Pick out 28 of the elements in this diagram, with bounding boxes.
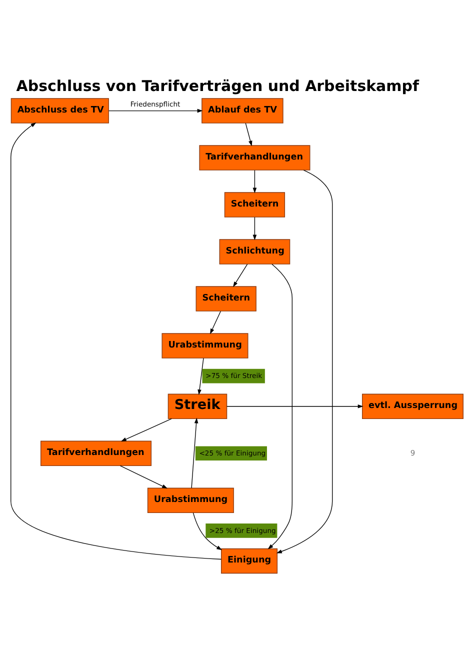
- arrow: [120, 465, 168, 489]
- node-box: Streik: [168, 394, 228, 419]
- arrow: [210, 310, 221, 334]
- arrow: [10, 122, 222, 560]
- node-box: Scheitern: [224, 192, 286, 218]
- arrow: [108, 108, 203, 113]
- node-box: Tarifverhandlungen: [199, 145, 310, 170]
- arrow: [245, 122, 252, 146]
- node-box: Schlichtung: [219, 239, 290, 264]
- node-box: Urabstimmung: [147, 488, 234, 513]
- arrow: [276, 170, 333, 554]
- node-box: Scheitern: [196, 286, 256, 312]
- node-box: evtl. Aussperrung: [362, 394, 464, 419]
- node-box: Urabstimmung: [162, 333, 248, 358]
- arrow: [198, 358, 204, 396]
- node-box: Einigung: [221, 548, 278, 574]
- arrow: [233, 264, 248, 288]
- arrow: [120, 418, 172, 442]
- node-box: Abschluss des TV: [10, 98, 109, 124]
- arrow: [252, 216, 257, 240]
- diagram-title: Abschluss von Tarifverträgen und Arbeitskampf: [16, 76, 419, 95]
- node-box: Ablauf des TV: [202, 98, 284, 124]
- arrow: [268, 264, 292, 550]
- arrow: [191, 418, 198, 488]
- arrow: [226, 404, 364, 408]
- arrow: [252, 170, 257, 194]
- arrow: [192, 512, 222, 550]
- node-box: Tarifverhandlungen: [40, 440, 152, 466]
